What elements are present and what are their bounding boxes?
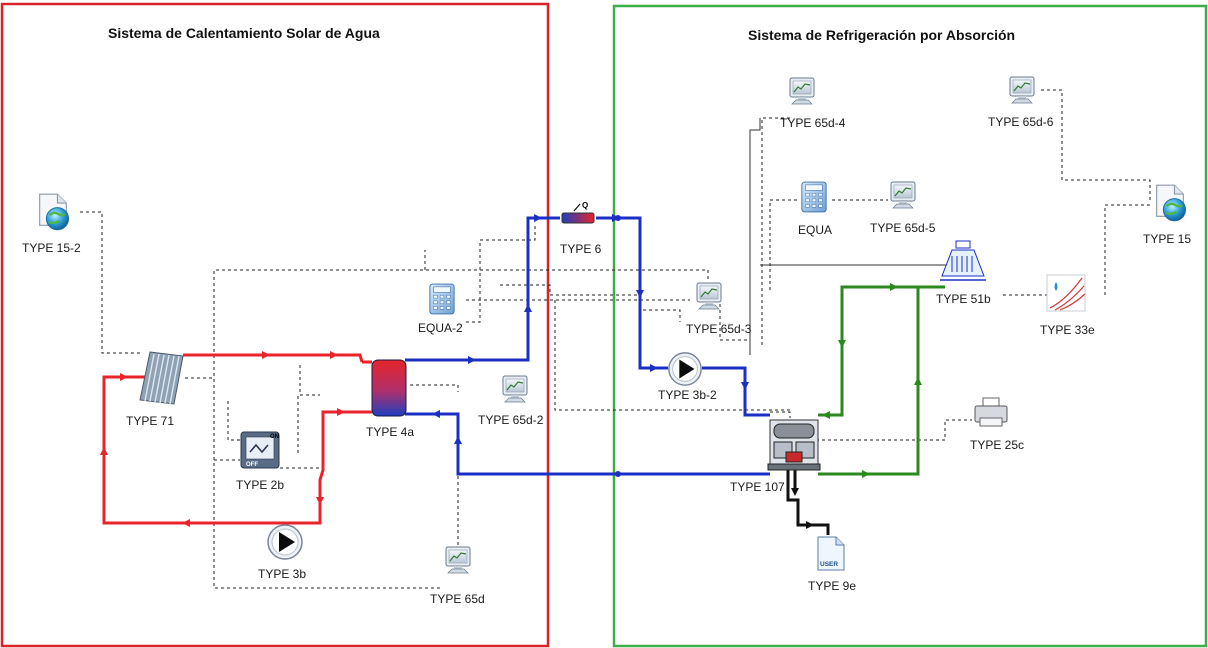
solar-section-title: Sistema de Calentamiento Solar de Agua <box>108 25 380 41</box>
monitor-icon <box>696 282 722 310</box>
type9e-component[interactable]: USER TYPE 9e <box>808 536 856 593</box>
type65d-6-label: TYPE 65d-6 <box>988 115 1054 129</box>
type3b-2-component[interactable]: TYPE 3b-2 <box>658 352 717 402</box>
type65d-2-component[interactable]: TYPE 65d-2 <box>478 375 544 427</box>
type65d-3-label: TYPE 65d-3 <box>686 322 752 336</box>
type3b-label: TYPE 3b <box>258 567 306 581</box>
pump-icon <box>267 524 303 560</box>
type25c-component[interactable]: TYPE 25c <box>970 397 1024 452</box>
controller-off-text: OFF <box>246 462 258 468</box>
cooling-loop <box>818 283 945 478</box>
storage-tank-icon <box>362 359 407 417</box>
type15-component[interactable]: TYPE 15 <box>1143 184 1191 246</box>
monitor-icon <box>890 181 916 209</box>
type107-label: TYPE 107 <box>730 480 785 494</box>
data-reader-badge: USER <box>820 561 838 568</box>
hot-loop <box>100 351 364 527</box>
pump-icon <box>668 352 702 386</box>
type51b-label: TYPE 51b <box>936 292 991 306</box>
type65d-4-label: TYPE 65d-4 <box>780 116 846 130</box>
type15-2-component[interactable]: TYPE 15-2 <box>22 193 81 255</box>
heater-q-text: Q <box>582 201 588 210</box>
type65d-5-label: TYPE 65d-5 <box>870 221 936 235</box>
chilled-loop <box>786 470 830 535</box>
on-off-controller-icon: ON OFF <box>240 431 280 469</box>
weather-file-icon <box>1155 184 1187 222</box>
type51b-component[interactable]: TYPE 51b <box>936 240 991 306</box>
type4a-label: TYPE 4a <box>366 425 414 439</box>
solar-section-border <box>0 2 550 648</box>
absorption-section-title: Sistema de Refrigeración por Absorción <box>748 27 1015 43</box>
type65d-3-component[interactable]: TYPE 65d-3 <box>686 282 752 336</box>
controller-on-text: ON <box>270 434 279 440</box>
solar-collector-icon <box>139 351 184 405</box>
type65d-component[interactable]: TYPE 65d <box>430 546 485 606</box>
type107-component[interactable]: TYPE 107 <box>730 419 821 494</box>
psychrometrics-icon <box>1046 274 1086 312</box>
equa-label: EQUA <box>798 223 832 237</box>
equa-2-component[interactable]: EQUA-2 <box>418 283 463 335</box>
type4a-component[interactable]: TYPE 4a <box>362 359 414 439</box>
monitor-icon <box>445 546 471 574</box>
type65d-6-component[interactable]: TYPE 65d-6 <box>988 76 1054 129</box>
cold-loop <box>405 214 770 477</box>
monitor-icon <box>789 77 815 105</box>
heater-icon: Q <box>561 201 595 224</box>
type65d-label: TYPE 65d <box>430 592 485 606</box>
type65d-5-component[interactable]: TYPE 65d-5 <box>870 181 936 235</box>
type15-label: TYPE 15 <box>1143 232 1191 246</box>
type71-label: TYPE 71 <box>126 414 174 428</box>
type3b-2-label: TYPE 3b-2 <box>658 388 717 402</box>
type65d-2-label: TYPE 65d-2 <box>478 413 544 427</box>
info-line-65d4 <box>749 118 761 355</box>
type33e-component[interactable]: TYPE 33e <box>1040 274 1095 337</box>
type15-2-label: TYPE 15-2 <box>22 241 81 255</box>
type6-component[interactable]: Q TYPE 6 <box>560 201 602 256</box>
type2b-label: TYPE 2b <box>236 478 284 492</box>
type9e-label: TYPE 9e <box>808 579 856 593</box>
absorption-chiller-icon <box>767 419 821 471</box>
monitor-icon <box>502 375 528 403</box>
type33e-label: TYPE 33e <box>1040 323 1095 337</box>
signal-connections <box>80 89 1151 589</box>
cooling-tower-icon <box>940 240 986 281</box>
calculator-icon <box>429 283 455 315</box>
type3b-component[interactable]: TYPE 3b <box>258 524 306 581</box>
calculator-icon <box>801 181 827 213</box>
type71-component[interactable]: TYPE 71 <box>126 351 184 428</box>
type6-label: TYPE 6 <box>560 242 602 256</box>
monitor-icon <box>1009 76 1035 104</box>
data-reader-icon: USER <box>817 536 845 571</box>
type2b-component[interactable]: ON OFF TYPE 2b <box>236 431 284 492</box>
equa-component[interactable]: EQUA <box>798 181 832 237</box>
printer-icon <box>974 397 1008 427</box>
type25c-label: TYPE 25c <box>970 438 1024 452</box>
weather-file-icon <box>38 193 70 231</box>
equa-2-label: EQUA-2 <box>418 321 463 335</box>
absorption-section-border <box>612 4 1208 648</box>
type65d-4-component[interactable]: TYPE 65d-4 <box>780 77 846 130</box>
